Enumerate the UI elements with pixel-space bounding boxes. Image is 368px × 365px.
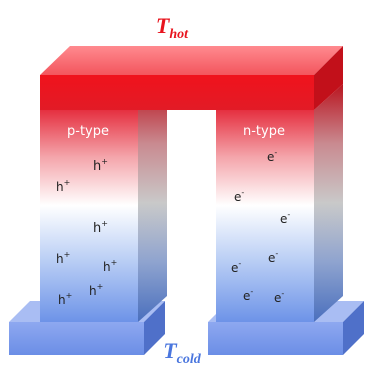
hot-plate xyxy=(40,46,343,110)
hole-carrier: h+ xyxy=(56,178,70,194)
electron-carrier: e- xyxy=(268,249,278,265)
cold-temperature-subscript: cold xyxy=(177,352,202,365)
hot-temperature-symbol: T xyxy=(156,13,171,38)
hole-carrier: h+ xyxy=(103,258,117,274)
electron-carrier: e- xyxy=(280,210,290,226)
hole-carriers: h+ h+ h+ h+ h+ h+ h+ xyxy=(56,157,117,307)
hole-carrier: h+ xyxy=(93,219,108,236)
electron-carrier: e- xyxy=(231,259,241,275)
n-type-leg xyxy=(216,84,343,322)
hot-temperature-subscript: hot xyxy=(169,27,189,42)
p-type-leg xyxy=(40,84,167,322)
p-type-label: p-type xyxy=(67,124,109,139)
n-type-label: n-type xyxy=(243,124,285,139)
hole-carrier: h+ xyxy=(93,157,108,174)
cold-temperature-symbol: T xyxy=(163,338,178,363)
hole-carrier: h+ xyxy=(89,282,103,298)
cold-temperature-label: Tcold xyxy=(163,338,202,365)
electron-carrier: e- xyxy=(243,287,253,303)
electron-carrier: e- xyxy=(267,148,277,164)
electron-carriers: e- e- e- e- e- e- e- xyxy=(231,148,290,305)
electron-carrier: e- xyxy=(234,188,244,204)
hot-temperature-label: Thot xyxy=(156,13,189,42)
electron-carrier: e- xyxy=(274,289,284,305)
hole-carrier: h+ xyxy=(56,250,70,266)
hole-carrier: h+ xyxy=(58,291,72,307)
